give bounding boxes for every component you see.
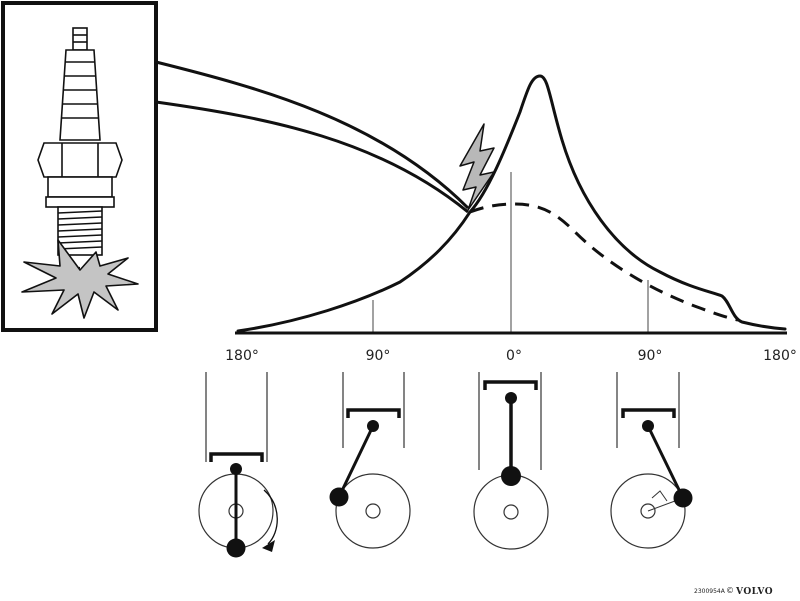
tick-label-left-end: 180° xyxy=(225,348,259,364)
wrist-pin xyxy=(642,420,654,432)
crank-pin xyxy=(329,487,349,507)
connecting-rod xyxy=(337,425,375,498)
wrist-pin xyxy=(367,420,379,432)
tick-label-left-quarter: 90° xyxy=(366,348,391,364)
tick-label-right-end: 180° xyxy=(763,348,797,364)
wrist-pin xyxy=(505,392,517,404)
connecting-rod xyxy=(646,425,685,499)
copyright-mark: © xyxy=(726,586,734,595)
piston-crown xyxy=(209,452,264,462)
piston-mid-power xyxy=(610,372,693,549)
piston-crown xyxy=(346,408,401,418)
spark-plug-icon xyxy=(37,27,123,270)
brand-logo: VOLVO xyxy=(735,587,773,597)
crank-pin xyxy=(226,538,246,558)
crank-pin xyxy=(673,488,693,508)
callout-leader-lower xyxy=(155,100,469,214)
right-angle-mark xyxy=(651,490,668,502)
piston-bottom-dead-centre xyxy=(198,372,278,558)
lightning-bolt-icon xyxy=(459,123,495,211)
tick-label-tdc: 0° xyxy=(506,348,522,364)
combustion-pressure-curve xyxy=(236,74,787,333)
piston-top-dead-centre xyxy=(473,372,549,550)
compression-pressure-curve xyxy=(469,202,739,322)
piston-crown xyxy=(621,408,676,418)
rotation-arrow-icon xyxy=(263,489,278,545)
tick-label-right-quarter: 90° xyxy=(638,348,663,364)
piston-crown xyxy=(483,380,538,390)
crank-pin xyxy=(501,466,521,486)
callout-leader-upper xyxy=(155,60,470,210)
pressure-graph: 180° 90° 0° 90° 180° xyxy=(225,74,797,364)
wrist-pin xyxy=(230,463,242,475)
figure-code: 2300954A xyxy=(694,588,726,595)
footer: 2300954A © VOLVO xyxy=(694,586,773,597)
piston-mid-compression xyxy=(329,372,411,549)
spark-plug-callout xyxy=(1,1,470,332)
spark-flash-icon xyxy=(21,239,139,319)
